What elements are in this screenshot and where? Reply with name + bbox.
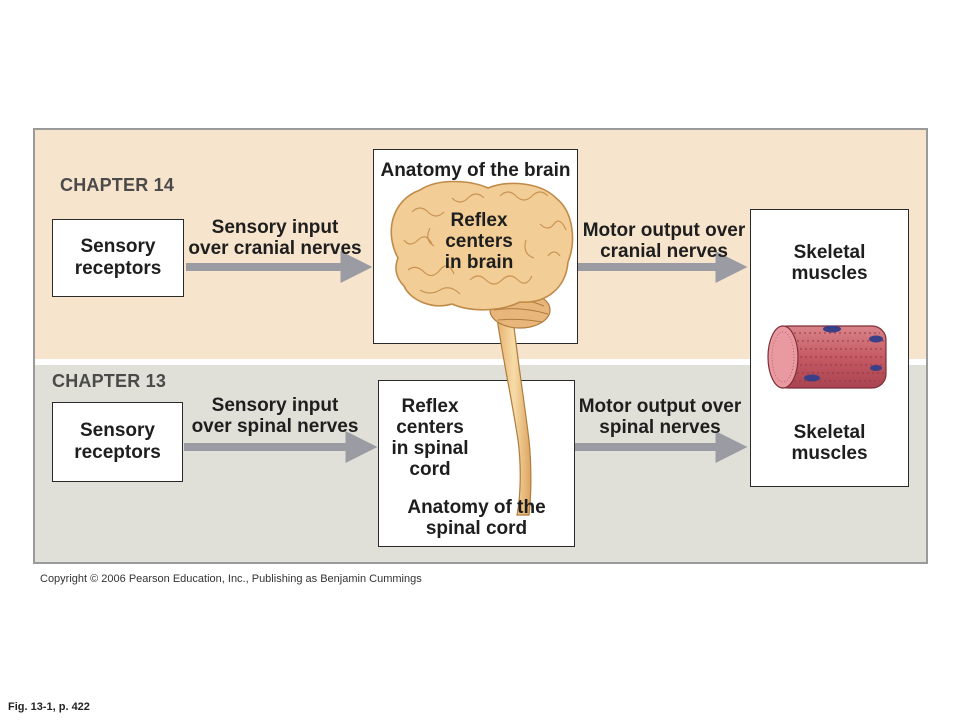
figure-reference: Fig. 13-1, p. 422 [8, 701, 90, 713]
brain-gyri [403, 191, 567, 295]
skeletal-muscles-label-bottom: Skeletal muscles [791, 422, 868, 464]
chapter-14-label: CHAPTER 14 [60, 175, 175, 195]
chapter-13-label: CHAPTER 13 [52, 371, 167, 391]
brain-title: Anatomy of the brain [380, 160, 571, 181]
copyright-text: Copyright © 2006 Pearson Education, Inc.… [40, 573, 422, 585]
motor-output-spinal-label: Motor output over spinal nerves [578, 396, 742, 438]
sensory-input-cranial-label: Sensory input over cranial nerves [188, 217, 362, 259]
spinal-cord-illustration [496, 317, 532, 516]
sensory-receptors-box-top: Sensory receptors [52, 219, 184, 297]
reflex-centers-brain-label: Reflex centers in brain [444, 210, 514, 273]
sensory-receptors-box-bottom: Sensory receptors [52, 402, 183, 482]
sensory-input-spinal-label: Sensory input over spinal nerves [191, 395, 359, 437]
spinal-cord-title: Anatomy of the spinal cord [407, 497, 546, 539]
brain-illustration [390, 180, 574, 311]
reflex-centers-spinal-label: Reflex centers in spinal cord [391, 396, 469, 480]
spinal-cord-box [378, 380, 575, 547]
skeletal-muscles-label-top: Skeletal muscles [791, 242, 868, 284]
motor-output-cranial-label: Motor output over cranial nerves [582, 220, 746, 262]
band-divider [35, 359, 926, 365]
muscle-fiber-illustration [767, 325, 887, 389]
